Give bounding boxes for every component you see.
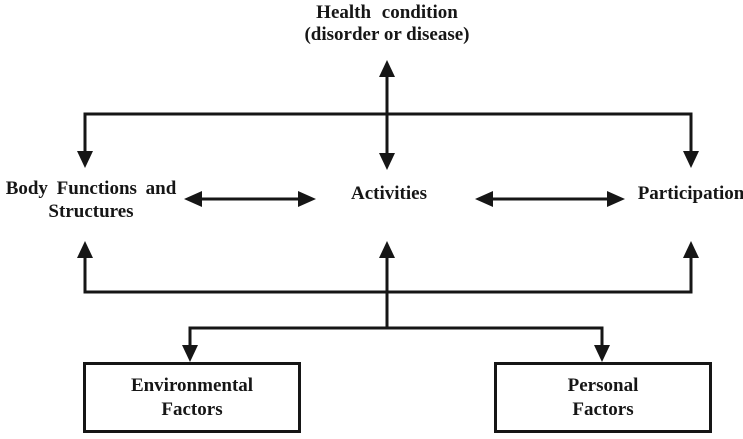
branch-factors-down [182, 326, 610, 362]
node-environmental-factors: Environmental Factors [83, 362, 301, 433]
arrowhead-right-icon [607, 191, 625, 207]
arrowhead-up-icon [379, 241, 395, 258]
node-personal-factors: Personal Factors [494, 362, 712, 433]
arrow-bodyfunctions-activities [184, 191, 316, 207]
node-label-line: Factors [161, 398, 223, 420]
arrowhead-down-icon [77, 151, 93, 168]
node-label-line: Personal [567, 374, 639, 396]
arrow-activities-participation [475, 191, 625, 207]
branch-health-to-sides [77, 112, 699, 168]
arrowhead-down-icon [594, 345, 610, 362]
node-label-line: Environmental [130, 374, 254, 396]
arrowhead-down-icon [182, 345, 198, 362]
branch-contextual-up [77, 241, 699, 328]
node-body-functions-structures: Body Functions and Structures [0, 177, 182, 223]
node-label-line: Health condition [316, 2, 458, 23]
connector-line [188, 326, 604, 345]
node-participation: Participation [627, 183, 743, 205]
node-label-line: Factors [572, 398, 634, 420]
arrowhead-up-icon [77, 241, 93, 258]
arrowhead-left-icon [475, 191, 493, 207]
arrowhead-left-icon [184, 191, 202, 207]
arrowhead-down-icon [683, 151, 699, 168]
node-health-condition: Health condition (disorder or disease) [237, 2, 537, 46]
node-label-line: Participation [637, 183, 743, 204]
node-label-line: (disorder or disease) [304, 24, 470, 45]
arrowhead-up-icon [379, 60, 395, 77]
arrowhead-down-icon [379, 153, 395, 170]
node-label-line: Body Functions and [5, 178, 177, 199]
node-activities: Activities [329, 183, 449, 205]
arrowhead-right-icon [298, 191, 316, 207]
connector-line [83, 112, 693, 152]
node-label-line: Activities [351, 183, 427, 204]
arrowhead-up-icon [683, 241, 699, 258]
node-label-line: Structures [48, 201, 134, 222]
